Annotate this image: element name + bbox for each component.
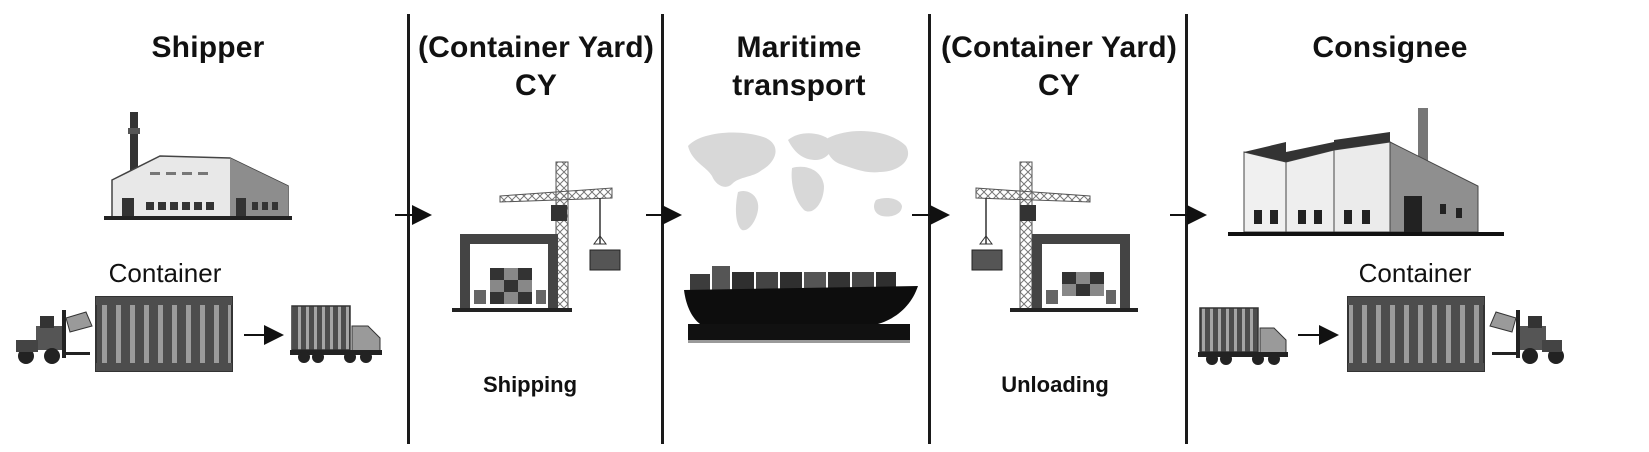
cargo-ship-icon — [684, 266, 918, 343]
cy-out-title-line1: (Container Yard) — [417, 31, 655, 64]
forklift-icon — [16, 310, 93, 364]
consignee-container-label: Container — [1358, 258, 1472, 288]
separator-1 — [407, 14, 410, 444]
unloading-caption: Unloading — [1001, 372, 1109, 397]
shipping-caption: Shipping — [482, 372, 578, 397]
factory-icon — [1228, 108, 1504, 236]
forklift-icon — [1489, 310, 1564, 364]
maritime-title-line2: transport — [732, 69, 866, 102]
cy-out-title-line2: CY — [514, 69, 558, 102]
shipper-title: Shipper — [151, 31, 265, 64]
warehouse-icon — [104, 112, 292, 220]
separator-3 — [928, 14, 931, 444]
container-icon — [95, 296, 233, 372]
truck-icon — [1198, 307, 1288, 365]
container-icon — [1347, 296, 1485, 372]
truck-icon — [290, 305, 382, 363]
world-map-icon — [688, 131, 909, 231]
separator-2 — [661, 14, 664, 444]
consignee-title: Consignee — [1312, 31, 1468, 64]
crane-icon — [971, 161, 1138, 312]
shipper-container-label: Container — [108, 258, 222, 288]
maritime-title-line1: Maritime — [736, 31, 862, 64]
cy-in-title-line1: (Container Yard) — [940, 31, 1178, 64]
crane-icon — [452, 161, 621, 312]
separator-4 — [1185, 14, 1188, 444]
cy-in-title-line2: CY — [1037, 69, 1081, 102]
